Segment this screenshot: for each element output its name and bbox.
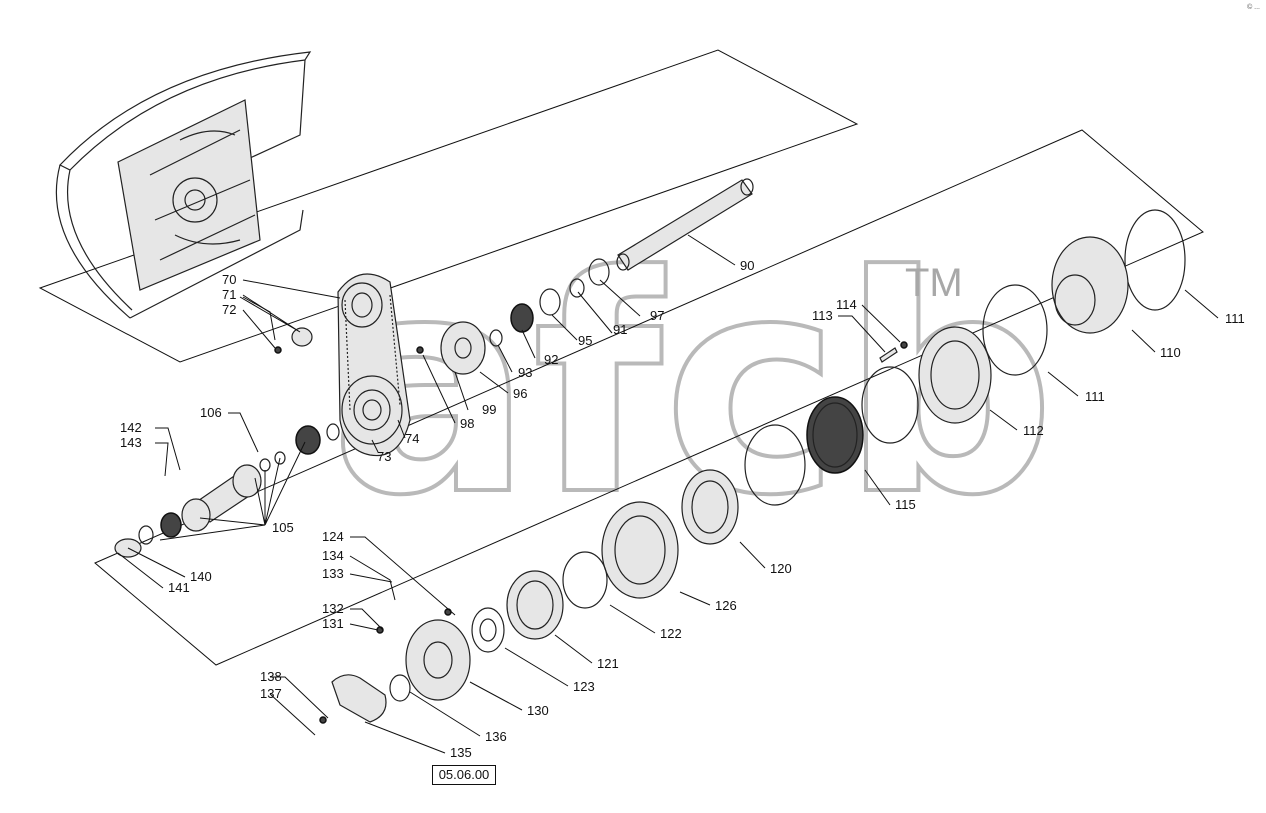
callout-120: 120 <box>770 561 792 576</box>
callout-92: 92 <box>544 352 558 367</box>
callout-137: 137 <box>260 686 282 701</box>
callout-113: 113 <box>812 308 833 323</box>
callout-124: 124 <box>322 529 344 544</box>
callout-90: 90 <box>740 258 754 273</box>
callout-130: 130 <box>527 703 549 718</box>
lower-bearing-group <box>319 469 739 724</box>
callout-142: 142 <box>120 420 142 435</box>
callout-114: 114 <box>836 297 857 312</box>
callout-95: 95 <box>578 333 592 348</box>
callout-132: 132 <box>322 601 344 616</box>
assembly-planes <box>38 49 1204 666</box>
callout-138: 138 <box>260 669 282 684</box>
drum-housing <box>55 51 312 319</box>
callout-96: 96 <box>513 386 527 401</box>
shaft <box>616 178 754 271</box>
reference-code-box: 05.06.00 <box>432 765 496 785</box>
input-shaft-group <box>114 423 340 558</box>
callout-126: 126 <box>715 598 737 613</box>
callout-71: 71 <box>222 287 236 302</box>
corner-mark: © ... <box>1247 4 1260 11</box>
leader-lines <box>117 234 1219 754</box>
callout-140: 140 <box>190 569 212 584</box>
callout-134: 134 <box>322 548 344 563</box>
callout-133: 133 <box>322 566 344 581</box>
callout-115: 115 <box>895 497 916 512</box>
callout-111-lower: 111 <box>1085 389 1105 404</box>
callout-141: 141 <box>168 580 190 595</box>
callout-labels: 70 71 72 73 74 90 91 92 93 95 96 97 98 9… <box>120 258 1245 760</box>
chain-case <box>274 273 411 457</box>
callout-70: 70 <box>222 272 236 287</box>
callout-97: 97 <box>650 308 664 323</box>
callout-121: 121 <box>597 656 619 671</box>
hub-flange-group <box>744 209 1186 506</box>
callout-98: 98 <box>460 416 474 431</box>
bearing-rings-upper <box>416 258 610 375</box>
callout-105: 105 <box>272 520 294 535</box>
callout-91: 91 <box>613 322 627 337</box>
callout-122: 122 <box>660 626 682 641</box>
lower-plane <box>94 129 1204 666</box>
callout-136: 136 <box>485 729 507 744</box>
callout-110: 110 <box>1160 345 1181 360</box>
callout-93: 93 <box>518 365 532 380</box>
callout-106: 106 <box>200 405 222 420</box>
callout-123: 123 <box>573 679 595 694</box>
callout-143: 143 <box>120 435 142 450</box>
callout-135: 135 <box>450 745 472 760</box>
watermark-trademark: TM <box>905 261 963 305</box>
callout-73: 73 <box>377 449 391 464</box>
callout-72: 72 <box>222 302 236 317</box>
callout-131: 131 <box>322 616 344 631</box>
upper-plane <box>38 49 859 363</box>
callout-74: 74 <box>405 431 419 446</box>
callout-99: 99 <box>482 402 496 417</box>
callout-111-upper: 111 <box>1225 311 1245 326</box>
callout-112: 112 <box>1023 423 1044 438</box>
